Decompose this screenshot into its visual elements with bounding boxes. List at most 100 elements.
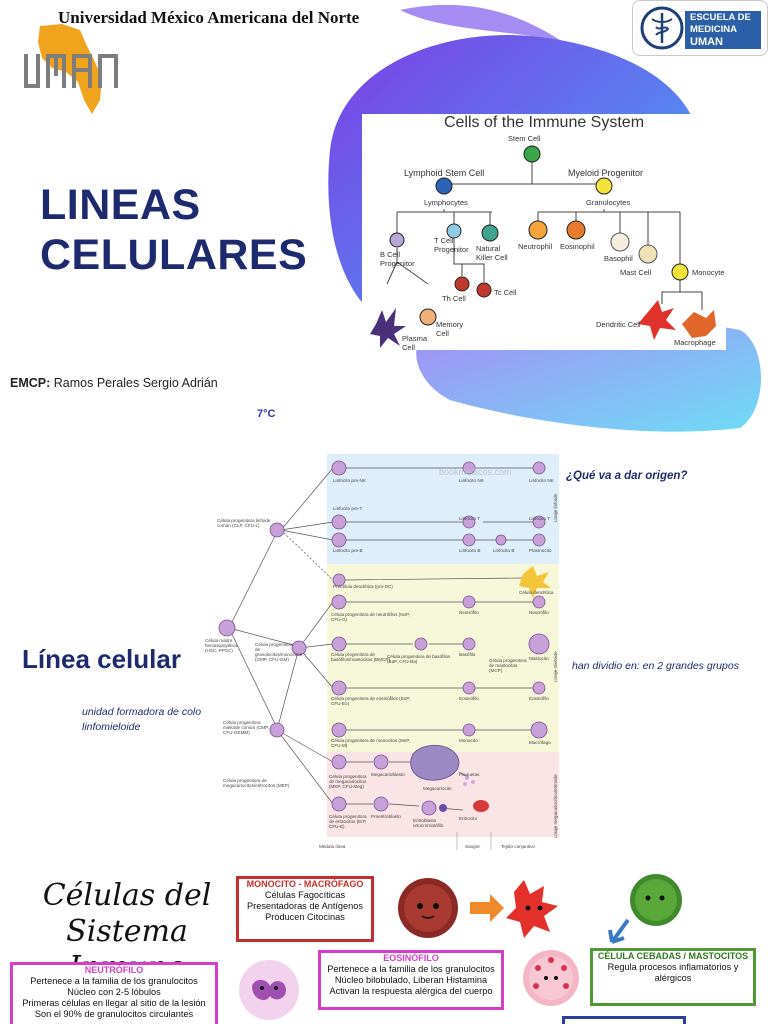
row-t-b: Linfocito T (459, 516, 481, 521)
immune-chart-lines (370, 145, 716, 348)
row-mono-c: Macrófago (529, 740, 551, 745)
label-basophil: Basophil (604, 254, 633, 263)
neutrophil-heading: NEUTRÓFILO (84, 965, 144, 975)
immune-system-chart: Cells of the Immune System (362, 114, 726, 352)
label-gmp: Célula progenitora de granulocitos/monoc… (255, 642, 302, 662)
label-neutrophil: Neutrophil (518, 242, 553, 251)
row-ery-a: Célula progenitora de eritrocitos (ErP, … (329, 814, 367, 829)
medicine-school-text: ESCUELA DE MEDICINA UMAN (685, 11, 761, 49)
neutrophil-box: NEUTRÓFILO Pertenece a la familia de los… (10, 962, 218, 1024)
eosinophil-line-1: Pertenece a la familia de los granulocit… (327, 964, 495, 974)
row-dc-a: Precélula dendrítica (pro-DC) (333, 584, 393, 589)
row-neu-c: Neutrófilo (529, 610, 549, 615)
neutrophil-line-1: Pertenece a la familia de los granulocit… (30, 976, 198, 986)
hematopoiesis-lineage-figure: bookmedicos.com Célula madre hematopoyét… (203, 442, 563, 854)
unidad-text: unidad formadora de colo linfomieloide (82, 705, 201, 735)
med-logo-line-2: MEDICINA (690, 24, 737, 35)
medicine-school-logo: ESCUELA DE MEDICINA UMAN (632, 0, 768, 56)
emcp-label: EMCP: (10, 376, 51, 390)
label-monocyte: Monocyte (692, 268, 725, 277)
footer-tejido: Tejido conjuntivo (501, 844, 535, 849)
label-eosinophil: Eosinophil (560, 242, 595, 251)
label-cmp: Célula progenitora mieloide común (CMP, … (223, 720, 269, 735)
neutrophil-line-3: Primeras células en llegar al sitio de l… (22, 998, 206, 1008)
row-meg-m2: Megacariocito (423, 786, 452, 791)
row-mono-b: Monocito (459, 738, 478, 743)
caduceus-icon (640, 6, 684, 50)
myeloid-band (327, 564, 559, 752)
row-nk-a: Linfocito pre-NK (333, 478, 366, 483)
macrophage-cell-icon (506, 880, 558, 938)
monocyte-line-1: Células Fagocíticas (264, 890, 346, 900)
row-eos-a: Célula progenitora de eosinófilos (EoP, … (331, 696, 411, 706)
temperature-text: 7°C (257, 408, 276, 420)
row-ery-b: Eritrocito (459, 816, 478, 821)
row-mono-a: Célula progenitora de monocitos (MoP, CF… (331, 738, 411, 748)
lineage-arrows (218, 460, 551, 850)
row-b-b2: Linfocito B (493, 548, 515, 553)
arrow-right-icon (470, 894, 504, 922)
side-myeloid: Linaje mieloide (553, 651, 558, 682)
label-th-cell: Th Cell (442, 294, 466, 303)
monocyte-heading: MONOCITO - MACRÓFAGO (246, 879, 364, 889)
title-line-1: LINEAS (40, 181, 201, 229)
side-lymphoid: Linaje linfoide (553, 493, 558, 522)
label-plasma-cell: Plasma Cell (402, 334, 428, 352)
lymphoid-band (327, 454, 559, 564)
monocyte-line-2: Presentadoras de Antígenos (247, 901, 363, 911)
row-bas-c: Mastocito (529, 656, 549, 661)
eosinophil-cell-icon (523, 950, 579, 1006)
row-neu-a: Célula progenitora de neutrófilos (NoP, … (331, 612, 410, 622)
row-ery-m: Proeritroblasto (371, 814, 401, 819)
side-erythroid: Linaje megacariocítico/eritroide (553, 774, 558, 838)
author-name: Ramos Perales Sergio Adrián (53, 376, 218, 390)
footer-medula: Médula ósea (319, 844, 346, 849)
mast-cell-heading: CÉLULA CEBADAS / MASTOCITOS (597, 951, 749, 961)
row-nk-c: Linfocito NK (529, 478, 554, 483)
row-b-c: Plasmocito (529, 548, 552, 553)
row-t-a: Linfocito pre-T (333, 506, 363, 511)
linea-celular-heading: Línea celular (22, 644, 181, 674)
university-name: Universidad México Americana del Norte (58, 8, 360, 27)
label-clp: Célula progenitora linfoide común (CLP, … (217, 518, 271, 528)
row-eos-c: Eosinófilo (529, 696, 549, 701)
label-tc-cell: Tc Cell (494, 288, 517, 297)
eosinophil-heading: EOSINÓFILO (383, 953, 439, 963)
row-b-a: Linfocito pre-B (333, 548, 363, 553)
label-lymphoid: Lymphoid Stem Cell (404, 168, 485, 178)
row-bas-m: Célula progenitora de basófilos (BaP, CF… (387, 654, 451, 664)
row-bas-b: Basófilo (459, 652, 476, 657)
neutrophil-line-2: Núcleo con 2-5 lóbulos (67, 987, 161, 997)
row-bas-b2: Célula progenitora de mastocitos (MCP) (489, 658, 527, 673)
monocyte-box: MONOCITO - MACRÓFAGO Células Fagocíticas… (236, 876, 374, 942)
monocyte-line-3: Producen Citocinas (265, 912, 345, 922)
label-granulocytes: Granulocytes (586, 198, 631, 207)
med-logo-line-3: UMAN (690, 36, 723, 48)
row-nk-b: Linfocito NK (459, 478, 484, 483)
unidad-line-2: linfomieloide (82, 721, 141, 733)
row-neu-b: Neutrófilo (459, 610, 479, 615)
row-meg-m: Megacarioblasto (371, 772, 405, 777)
med-logo-line-1: ESCUELA DE (690, 12, 751, 23)
label-t-cell: T Cell Progenitor (434, 236, 469, 254)
monocyte-to-macrophage-illustration (398, 878, 558, 938)
dividio-text: han dividio en: en 2 grandes grupos (572, 660, 739, 672)
label-dendritic-cell: Dendritic Cell (596, 320, 641, 329)
label-hsc: Célula madre hematopoyética (HSC, PPSC) (205, 638, 238, 653)
infographic-title-line-1: Células del (42, 878, 212, 913)
row-bas-a: Célula progenitora de basófilos/mastocit… (331, 652, 390, 662)
monocyte-cell-icon (398, 878, 458, 938)
footer-sangre: Sangre (465, 844, 480, 849)
mast-cell-line-1: Regula procesos inflamatorios y alérgico… (607, 962, 739, 983)
row-b-b: Linfocito B (459, 548, 481, 553)
neutrophil-line-4: Son el 90% de granulocitos circulantes (34, 1009, 194, 1019)
label-nk-cell: Natural Killer Cell (476, 244, 508, 262)
uman-logo (24, 24, 118, 114)
lineage-cells (218, 460, 550, 816)
unidad-line-1: unidad formadora de colo (82, 706, 202, 718)
label-memory-cell: Memory Cell (436, 320, 464, 338)
row-eos-b: Eosinófilo (459, 696, 479, 701)
row-meg-a: Célula progenitora de megacariocitos (MK… (329, 774, 367, 789)
mast-cell-illustration (608, 874, 682, 944)
label-myeloid: Myeloid Progenitor (568, 168, 644, 178)
